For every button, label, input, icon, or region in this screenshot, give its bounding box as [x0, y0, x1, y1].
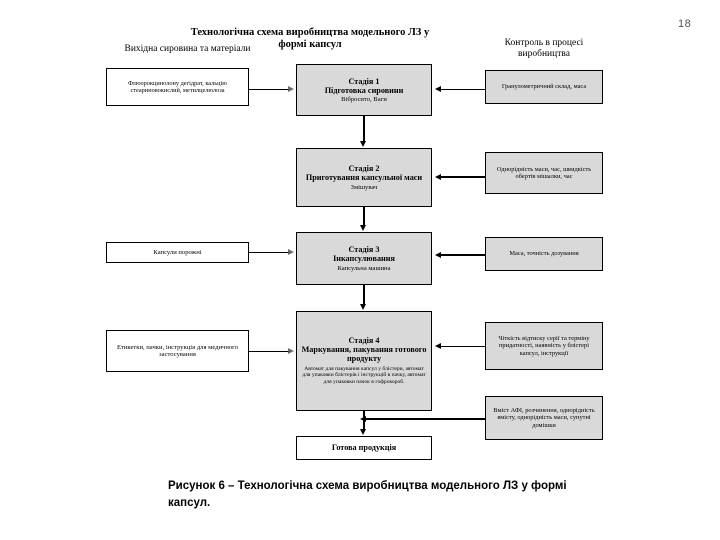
connector-control1-to-stage1 [441, 89, 485, 90]
connector-packaging-to-stage4 [249, 351, 290, 352]
arrowhead-control2-to-stage2 [435, 173, 441, 180]
input-label: Капсули порожні [153, 248, 202, 256]
arrowhead-raw-to-stage1 [288, 85, 294, 92]
stage-name: Підготовка сировини [324, 85, 404, 95]
input-box-empty-capsules: Капсули порожні [106, 242, 249, 263]
stage-number: Стадія 3 [348, 245, 380, 255]
figure-caption: Рисунок 6 – Технологічна схема виробницт… [168, 480, 567, 510]
stage-equipment: Капсульна машина [337, 264, 391, 272]
connector-control2-to-stage2 [441, 176, 485, 178]
control-label: Гранулометричний склад, маса [501, 83, 587, 91]
final-product-box: Готова продукція [296, 436, 432, 460]
stage-number: Стадія 4 [348, 336, 380, 345]
stage-box-1: Стадія 1 Підготовка сировини Вібросито, … [296, 64, 432, 116]
connector-control5-to-stage4 [366, 418, 485, 420]
final-product-label: Готова продукція [331, 443, 397, 453]
diagram-title: Технологічна схема виробництва модельног… [190, 27, 430, 51]
connector-stage2-to-stage3 [363, 207, 365, 226]
arrowhead-stage3-to-stage4 [360, 304, 366, 310]
control-box-1: Гранулометричний склад, маса [485, 70, 603, 104]
stage-equipment: Автомат для пакування капсул у блістери,… [302, 365, 426, 386]
input-box-packaging-materials: Етикетки, пачки, інструкція для медичног… [106, 330, 249, 372]
control-label: Вміст АФІ, розчинення, однорідність вміс… [493, 407, 595, 429]
control-label: Чіткість відтиску серії та терміну прида… [498, 335, 590, 357]
arrowhead-stage1-to-stage2 [360, 141, 366, 147]
arrowhead-control4-to-stage4 [435, 342, 441, 349]
control-box-5: Вміст АФІ, розчинення, однорідність вміс… [485, 396, 603, 440]
control-label: Однорідність маси, час, швидкість оберті… [496, 165, 592, 180]
control-box-4: Чіткість відтиску серії та терміну прида… [485, 322, 603, 370]
control-label: Маса, точність дозування [509, 250, 579, 258]
arrowhead-control1-to-stage1 [435, 85, 441, 92]
arrowhead-stage4-to-final [360, 429, 366, 435]
left-column-header: Вихідна сировина та матеріали [124, 44, 251, 54]
arrowhead-packaging-to-stage4 [288, 347, 294, 354]
stage-equipment: Вібросито, Ваги [341, 96, 387, 103]
input-box-raw-materials: Флюорокцинолону дегідрат, кальцію стеари… [106, 68, 249, 106]
control-box-2: Однорідність маси, час, швидкість оберті… [485, 152, 603, 194]
connector-stage3-to-stage4 [363, 285, 365, 305]
page-number: 18 [678, 18, 692, 30]
connector-raw-to-stage1 [249, 89, 290, 90]
stage-equipment: Змішувач [350, 183, 378, 191]
control-box-3: Маса, точність дозування [485, 237, 603, 271]
stage-name: Маркування, пакування готового продукту [301, 345, 427, 364]
arrowhead-stage2-to-stage3 [360, 225, 366, 231]
connector-control4-to-stage4 [441, 346, 485, 347]
arrowhead-capsules-to-stage3 [288, 248, 294, 255]
stage-box-2: Стадія 2 Приготування капсульної маси Зм… [296, 148, 432, 207]
stage-name: Інкапсулювання [333, 254, 395, 264]
connector-capsules-to-stage3 [249, 252, 290, 253]
arrowhead-control5-to-stage4 [360, 415, 366, 422]
stage-box-3: Стадія 3 Інкапсулювання Капсульна машина [296, 232, 432, 285]
connector-stage1-to-stage2 [363, 116, 365, 142]
stage-number: Стадія 2 [348, 164, 380, 174]
stage-number: Стадія 1 [348, 76, 380, 86]
input-label: Флюорокцинолону дегідрат, кальцію стеари… [128, 79, 227, 94]
stage-box-4: Стадія 4 Маркування, пакування готового … [296, 311, 432, 411]
input-label: Етикетки, пачки, інструкція для медичног… [116, 343, 239, 358]
right-column-header: Контроль в процесі виробництва [504, 38, 584, 60]
stage-name: Приготування капсульної маси [305, 173, 423, 183]
connector-control3-to-stage3 [441, 254, 485, 256]
arrowhead-control3-to-stage3 [435, 251, 441, 258]
